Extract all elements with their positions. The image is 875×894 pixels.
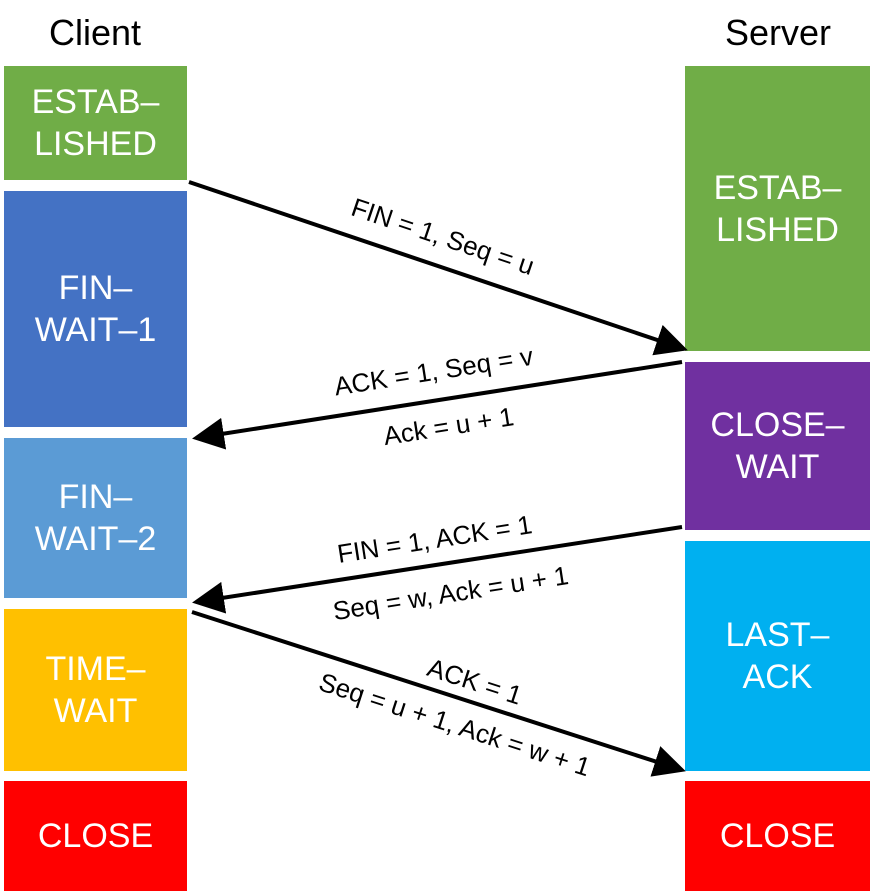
server-state-last-ack: LAST– ACK — [685, 541, 870, 771]
state-label-line: CLOSE– — [710, 406, 845, 444]
state-label-line: TIME– — [45, 650, 146, 688]
state-label-line: FIN– — [58, 269, 133, 307]
state-label-line: WAIT — [735, 448, 820, 486]
state-label-line: LISHED — [34, 125, 157, 163]
state-label-line: WAIT–1 — [34, 311, 157, 349]
arrow-fin-2 — [192, 525, 683, 614]
server-state-established: ESTAB– LISHED — [685, 66, 870, 351]
arrow-ack-2 — [191, 610, 686, 777]
state-label-line: ESTAB– — [713, 168, 842, 207]
msg-fin-2-line1: FIN = 1, ACK = 1 — [335, 509, 534, 569]
msg-ack-1-line2: Ack = u + 1 — [381, 401, 516, 451]
state-label-line: ESTAB– — [31, 83, 160, 121]
state-label-line: LAST– — [725, 616, 830, 654]
state-label-line: CLOSE — [719, 817, 836, 855]
client-header: Client — [48, 12, 142, 53]
state-label-line: WAIT — [53, 692, 138, 730]
client-state-close: CLOSE — [4, 781, 187, 891]
state-label-line: CLOSE — [37, 817, 154, 855]
client-state-time-wait: TIME– WAIT — [4, 609, 187, 771]
state-label-line: FIN– — [58, 478, 133, 516]
client-state-established: ESTAB– LISHED — [4, 66, 187, 180]
state-label-line: LISHED — [716, 210, 839, 249]
msg-fin-2-line2: Seq = w, Ack = u + 1 — [331, 560, 571, 626]
state-label-line: ACK — [742, 658, 813, 696]
msg-ack-1-line1: ACK = 1, Seq = v — [332, 341, 535, 402]
arrow-fin-1 — [188, 180, 688, 356]
client-state-fin-wait-1: FIN– WAIT–1 — [4, 191, 187, 427]
server-state-close-wait: CLOSE– WAIT — [685, 362, 870, 530]
server-state-close: CLOSE — [685, 781, 870, 891]
server-header: Server — [724, 12, 832, 53]
state-label-line: WAIT–2 — [34, 520, 157, 558]
client-state-fin-wait-2: FIN– WAIT–2 — [4, 438, 187, 598]
arrow-ack-1 — [192, 360, 683, 450]
